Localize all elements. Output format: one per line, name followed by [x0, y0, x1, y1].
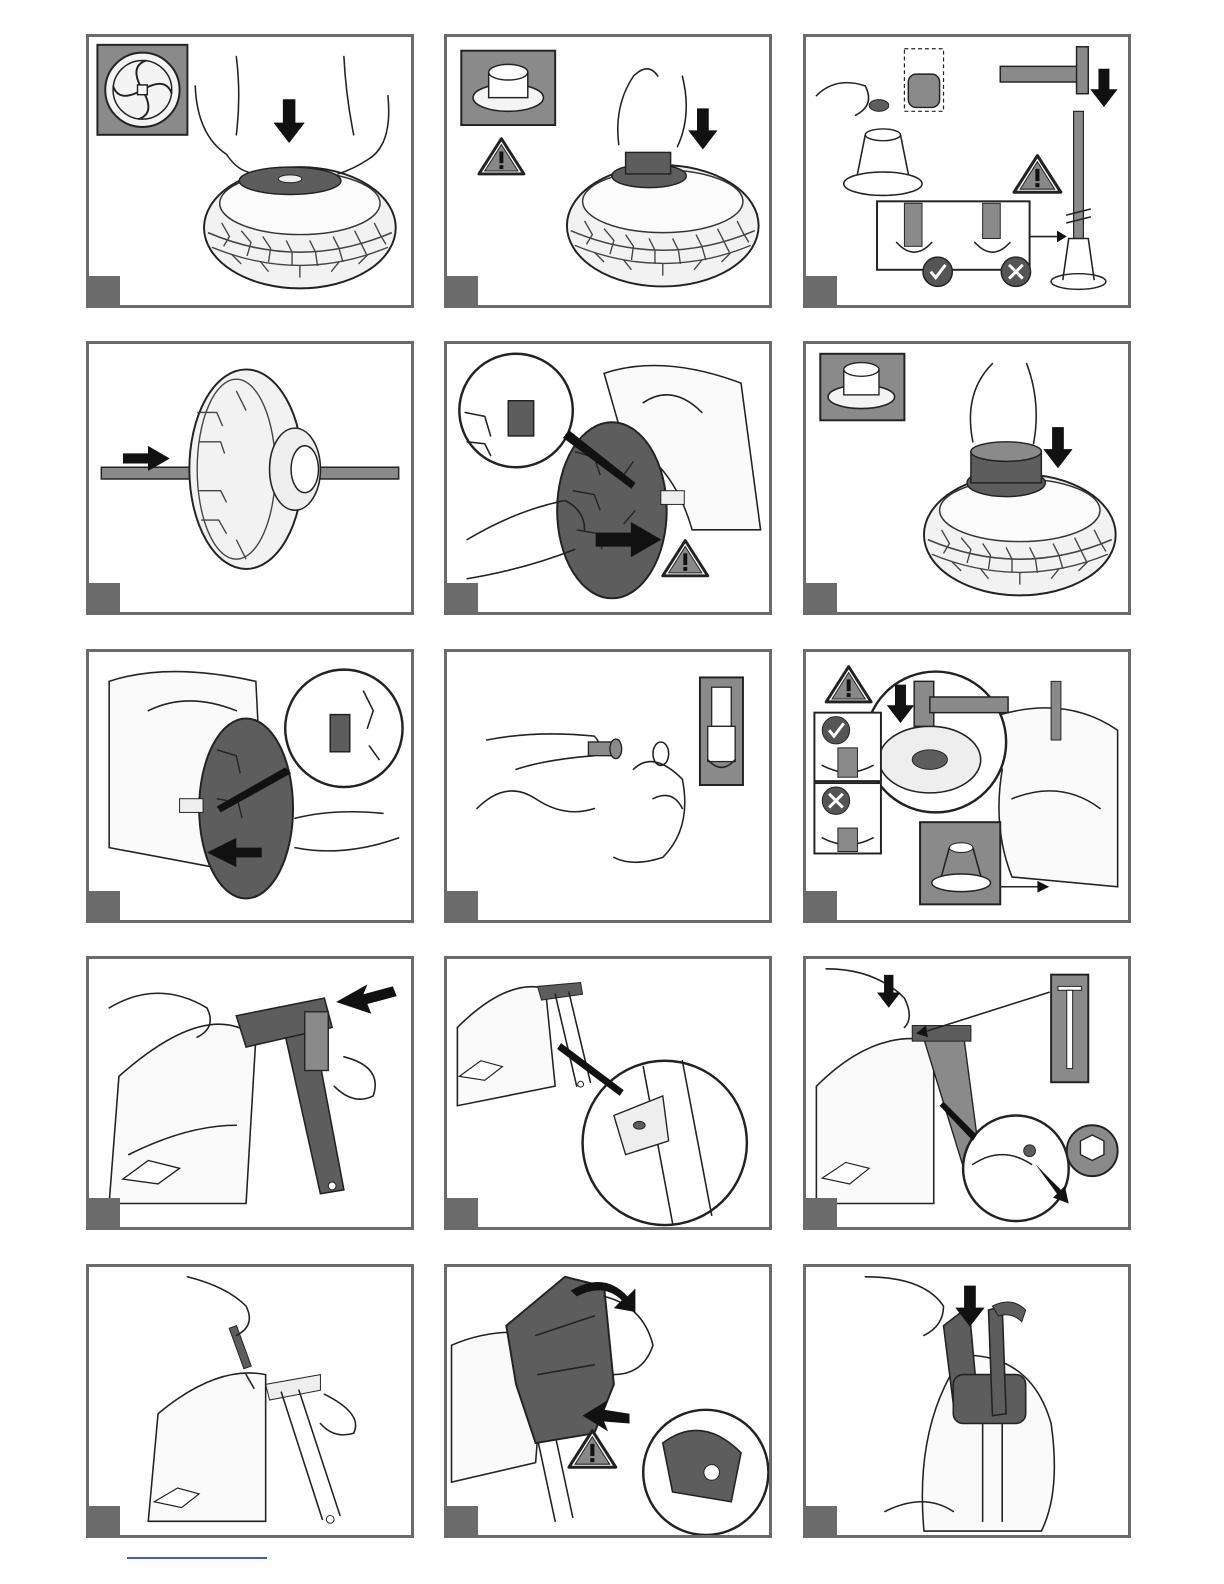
column-detail-illustration [447, 959, 769, 1227]
check-icon [822, 717, 849, 744]
step-panel-15 [803, 1264, 1131, 1538]
step-panel-2 [444, 34, 772, 308]
step-panel-3 [803, 34, 1131, 308]
step-number [446, 1506, 478, 1536]
wheel-install-illustration [447, 344, 769, 612]
step-panel-12 [803, 956, 1131, 1230]
warning-icon [479, 139, 524, 174]
step-number [446, 276, 478, 306]
check-icon [923, 257, 952, 286]
step-panel-5 [444, 341, 772, 615]
step-panel-10 [86, 956, 414, 1230]
step-number [805, 276, 837, 306]
step-number [88, 276, 120, 306]
step-number [88, 891, 120, 921]
step-number [88, 1198, 120, 1228]
step-number [446, 1198, 478, 1228]
step-number [446, 891, 478, 921]
step-panel-13 [86, 1264, 414, 1538]
down-arrow-icon [1090, 69, 1117, 107]
step-panel-8 [444, 649, 772, 923]
warning-icon [1014, 156, 1061, 193]
step-number [805, 891, 837, 921]
steering-wheel-illustration [806, 1267, 1128, 1535]
step-panel-6 [803, 341, 1131, 615]
step-panel-11 [444, 956, 772, 1230]
step-panel-9 [803, 649, 1131, 923]
step-number [805, 1506, 837, 1536]
down-arrow-icon [1043, 427, 1072, 468]
steering-column-illustration [89, 959, 411, 1227]
cover-install-illustration [447, 1267, 769, 1535]
wheel-install-left-illustration [89, 652, 411, 920]
hub-cap-illustration [89, 37, 411, 305]
warning-icon [826, 667, 871, 702]
cap-nut-illustration [447, 652, 769, 920]
step-number [805, 1198, 837, 1228]
warning-icon [663, 541, 708, 576]
screw-nut-illustration [806, 959, 1128, 1227]
left-arrow-icon [336, 984, 397, 1013]
step-panel-7 [86, 649, 414, 923]
step-number [88, 583, 120, 613]
step-number [446, 583, 478, 613]
step-panel-14 [444, 1264, 772, 1538]
axle-wheel-illustration [89, 344, 411, 612]
step-number [88, 1506, 120, 1536]
screwdriver-illustration [89, 1267, 411, 1535]
down-arrow-icon [688, 108, 717, 149]
step-panel-1 [86, 34, 414, 308]
footer-link-underline [127, 1557, 267, 1559]
hammer-cap-illustration [806, 652, 1128, 920]
step-number [805, 583, 837, 613]
bushing-illustration [447, 37, 769, 305]
down-arrow-icon [273, 99, 304, 143]
hub-install-illustration [806, 344, 1128, 612]
step-panel-4 [86, 341, 414, 615]
hammer-illustration [806, 37, 1128, 305]
